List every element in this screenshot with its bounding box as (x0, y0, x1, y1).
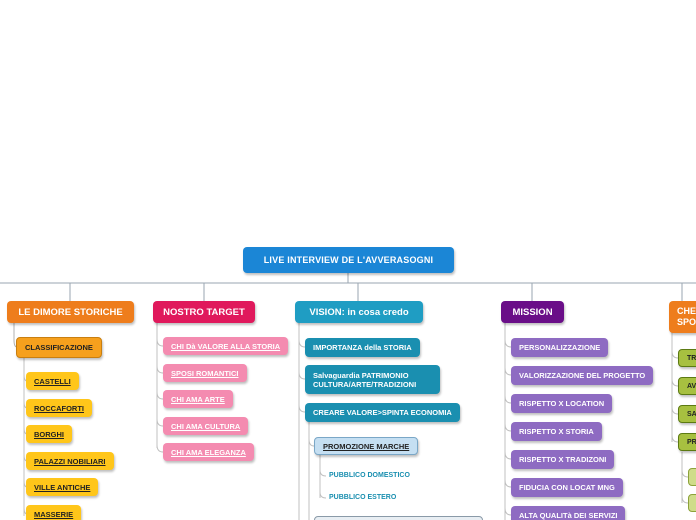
che-line-2: SPO (677, 317, 696, 327)
node-sposi-romantici[interactable]: SPOSI ROMANTICI (163, 364, 247, 382)
root-node[interactable]: LIVE INTERVIEW DE L'AVVERASOGNI (243, 247, 454, 273)
node-che-sa[interactable]: SA (678, 405, 696, 423)
node-borghi[interactable]: BORGHI (26, 425, 72, 443)
branch-mission[interactable]: MISSION (501, 301, 564, 323)
branch-nostro-target[interactable]: NOSTRO TARGET (153, 301, 255, 323)
node-chi-ama-eleganza[interactable]: CHI AMA ELEGANZA (163, 443, 254, 461)
node-che-sub-1[interactable] (688, 468, 696, 486)
che-line-1: CHE (677, 306, 696, 316)
node-chi-ama-arte[interactable]: CHI AMA ARTE (163, 390, 233, 408)
node-importanza-storia[interactable]: IMPORTANZA della STORIA (305, 338, 420, 357)
branch-dimore-storiche[interactable]: LE DIMORE STORICHE (7, 301, 134, 323)
branch-che-spo[interactable]: CHE SPO (669, 301, 696, 333)
node-masserie[interactable]: MASSERIE (26, 505, 82, 520)
node-pubblico-domestico[interactable]: PUBBLICO DOMESTICO (329, 472, 410, 479)
node-alta-qualita[interactable]: ALTA QUALITà DEI SERVIZI (511, 506, 626, 520)
node-rispetto-storia[interactable]: RISPETTO X STORIA (511, 422, 602, 441)
node-personalizzazione[interactable]: PERSONALIZZAZIONE (511, 338, 609, 357)
node-rispetto-location[interactable]: RISPETTO X LOCATION (511, 394, 613, 413)
node-che-av[interactable]: AV (678, 377, 696, 395)
node-cut-off[interactable] (314, 516, 483, 520)
salvaguardia-line-2: CULTURA/ARTE/TRADIZIONI (313, 379, 417, 389)
salvaguardia-line-1: Salvaguardia PATRIMONIO (313, 370, 409, 380)
node-creare-valore[interactable]: CREARE VALORE>SPINTA ECONOMIA (305, 403, 460, 422)
node-che-pr[interactable]: PR (678, 433, 696, 451)
node-castelli[interactable]: CASTELLI (26, 372, 79, 390)
node-chi-ama-cultura[interactable]: CHI AMA CULTURA (163, 417, 249, 435)
branch-vision[interactable]: VISION: in cosa credo (295, 301, 423, 323)
node-classificazione[interactable]: CLASSIFICAZIONE (16, 337, 102, 358)
node-promozione-marche[interactable]: PROMOZIONE MARCHE (314, 437, 419, 455)
node-palazzi-nobiliari[interactable]: PALAZZI NOBILIARI (26, 452, 114, 470)
node-rispetto-tradizioni[interactable]: RISPETTO X TRADIZONI (511, 450, 615, 469)
node-ville-antiche[interactable]: VILLE ANTICHE (26, 478, 99, 496)
node-chi-da-valore[interactable]: CHI Dà VALORE ALLA STORIA (163, 337, 289, 355)
node-salvaguardia-patrimonio[interactable]: Salvaguardia PATRIMONIO CULTURA/ARTE/TRA… (305, 365, 440, 394)
node-fiducia-locat[interactable]: FIDUCIA CON LOCAT MNG (511, 478, 623, 497)
node-che-tr[interactable]: TR (678, 349, 696, 367)
node-roccaforti[interactable]: ROCCAFORTI (26, 399, 92, 417)
node-pubblico-estero[interactable]: PUBBLICO ESTERO (329, 494, 397, 501)
node-che-sub-2[interactable] (688, 494, 696, 512)
node-valorizzazione-progetto[interactable]: VALORIZZAZIONE DEL PROGETTO (511, 366, 654, 385)
